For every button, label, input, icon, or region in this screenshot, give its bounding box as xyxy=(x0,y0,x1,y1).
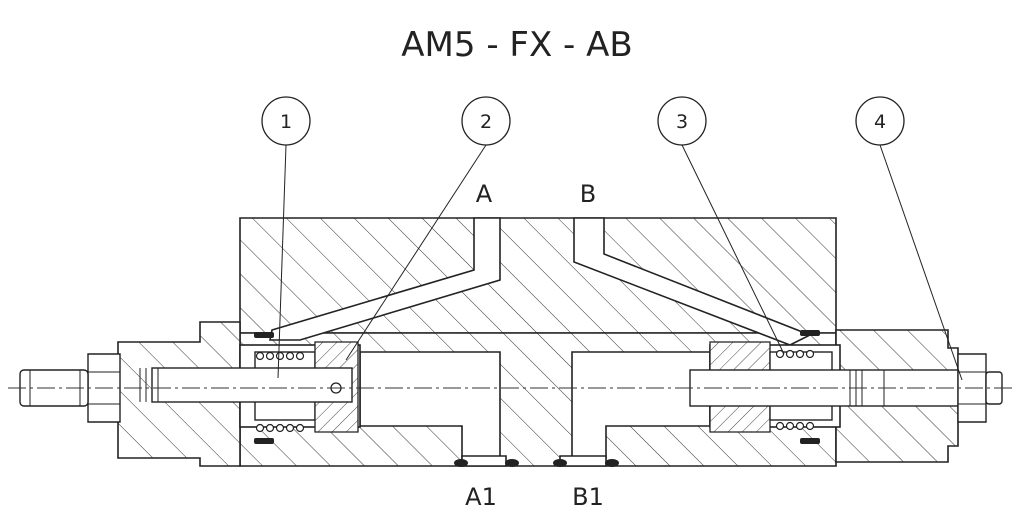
left-cartridge xyxy=(19,332,361,444)
port-label-b1: B1 xyxy=(572,483,604,511)
callout-number: 3 xyxy=(676,111,688,133)
callout-3: 3 xyxy=(657,96,785,355)
valve-housing xyxy=(117,217,959,467)
diagram-title: AM5 - FX - AB xyxy=(401,25,632,65)
right-cartridge xyxy=(689,330,1003,444)
callout-4: 4 xyxy=(855,96,963,381)
right-spring xyxy=(775,349,815,431)
callout-1: 1 xyxy=(261,96,311,379)
port-seals xyxy=(454,459,619,467)
port-label-a: A xyxy=(476,180,493,208)
port-label-b: B xyxy=(580,180,596,208)
callout-number: 2 xyxy=(480,111,492,133)
callout-number: 1 xyxy=(280,111,292,133)
flow-passages xyxy=(269,217,812,467)
callout-2: 2 xyxy=(345,96,511,361)
port-label-a1: A1 xyxy=(465,483,497,511)
callout-number: 4 xyxy=(874,111,886,133)
